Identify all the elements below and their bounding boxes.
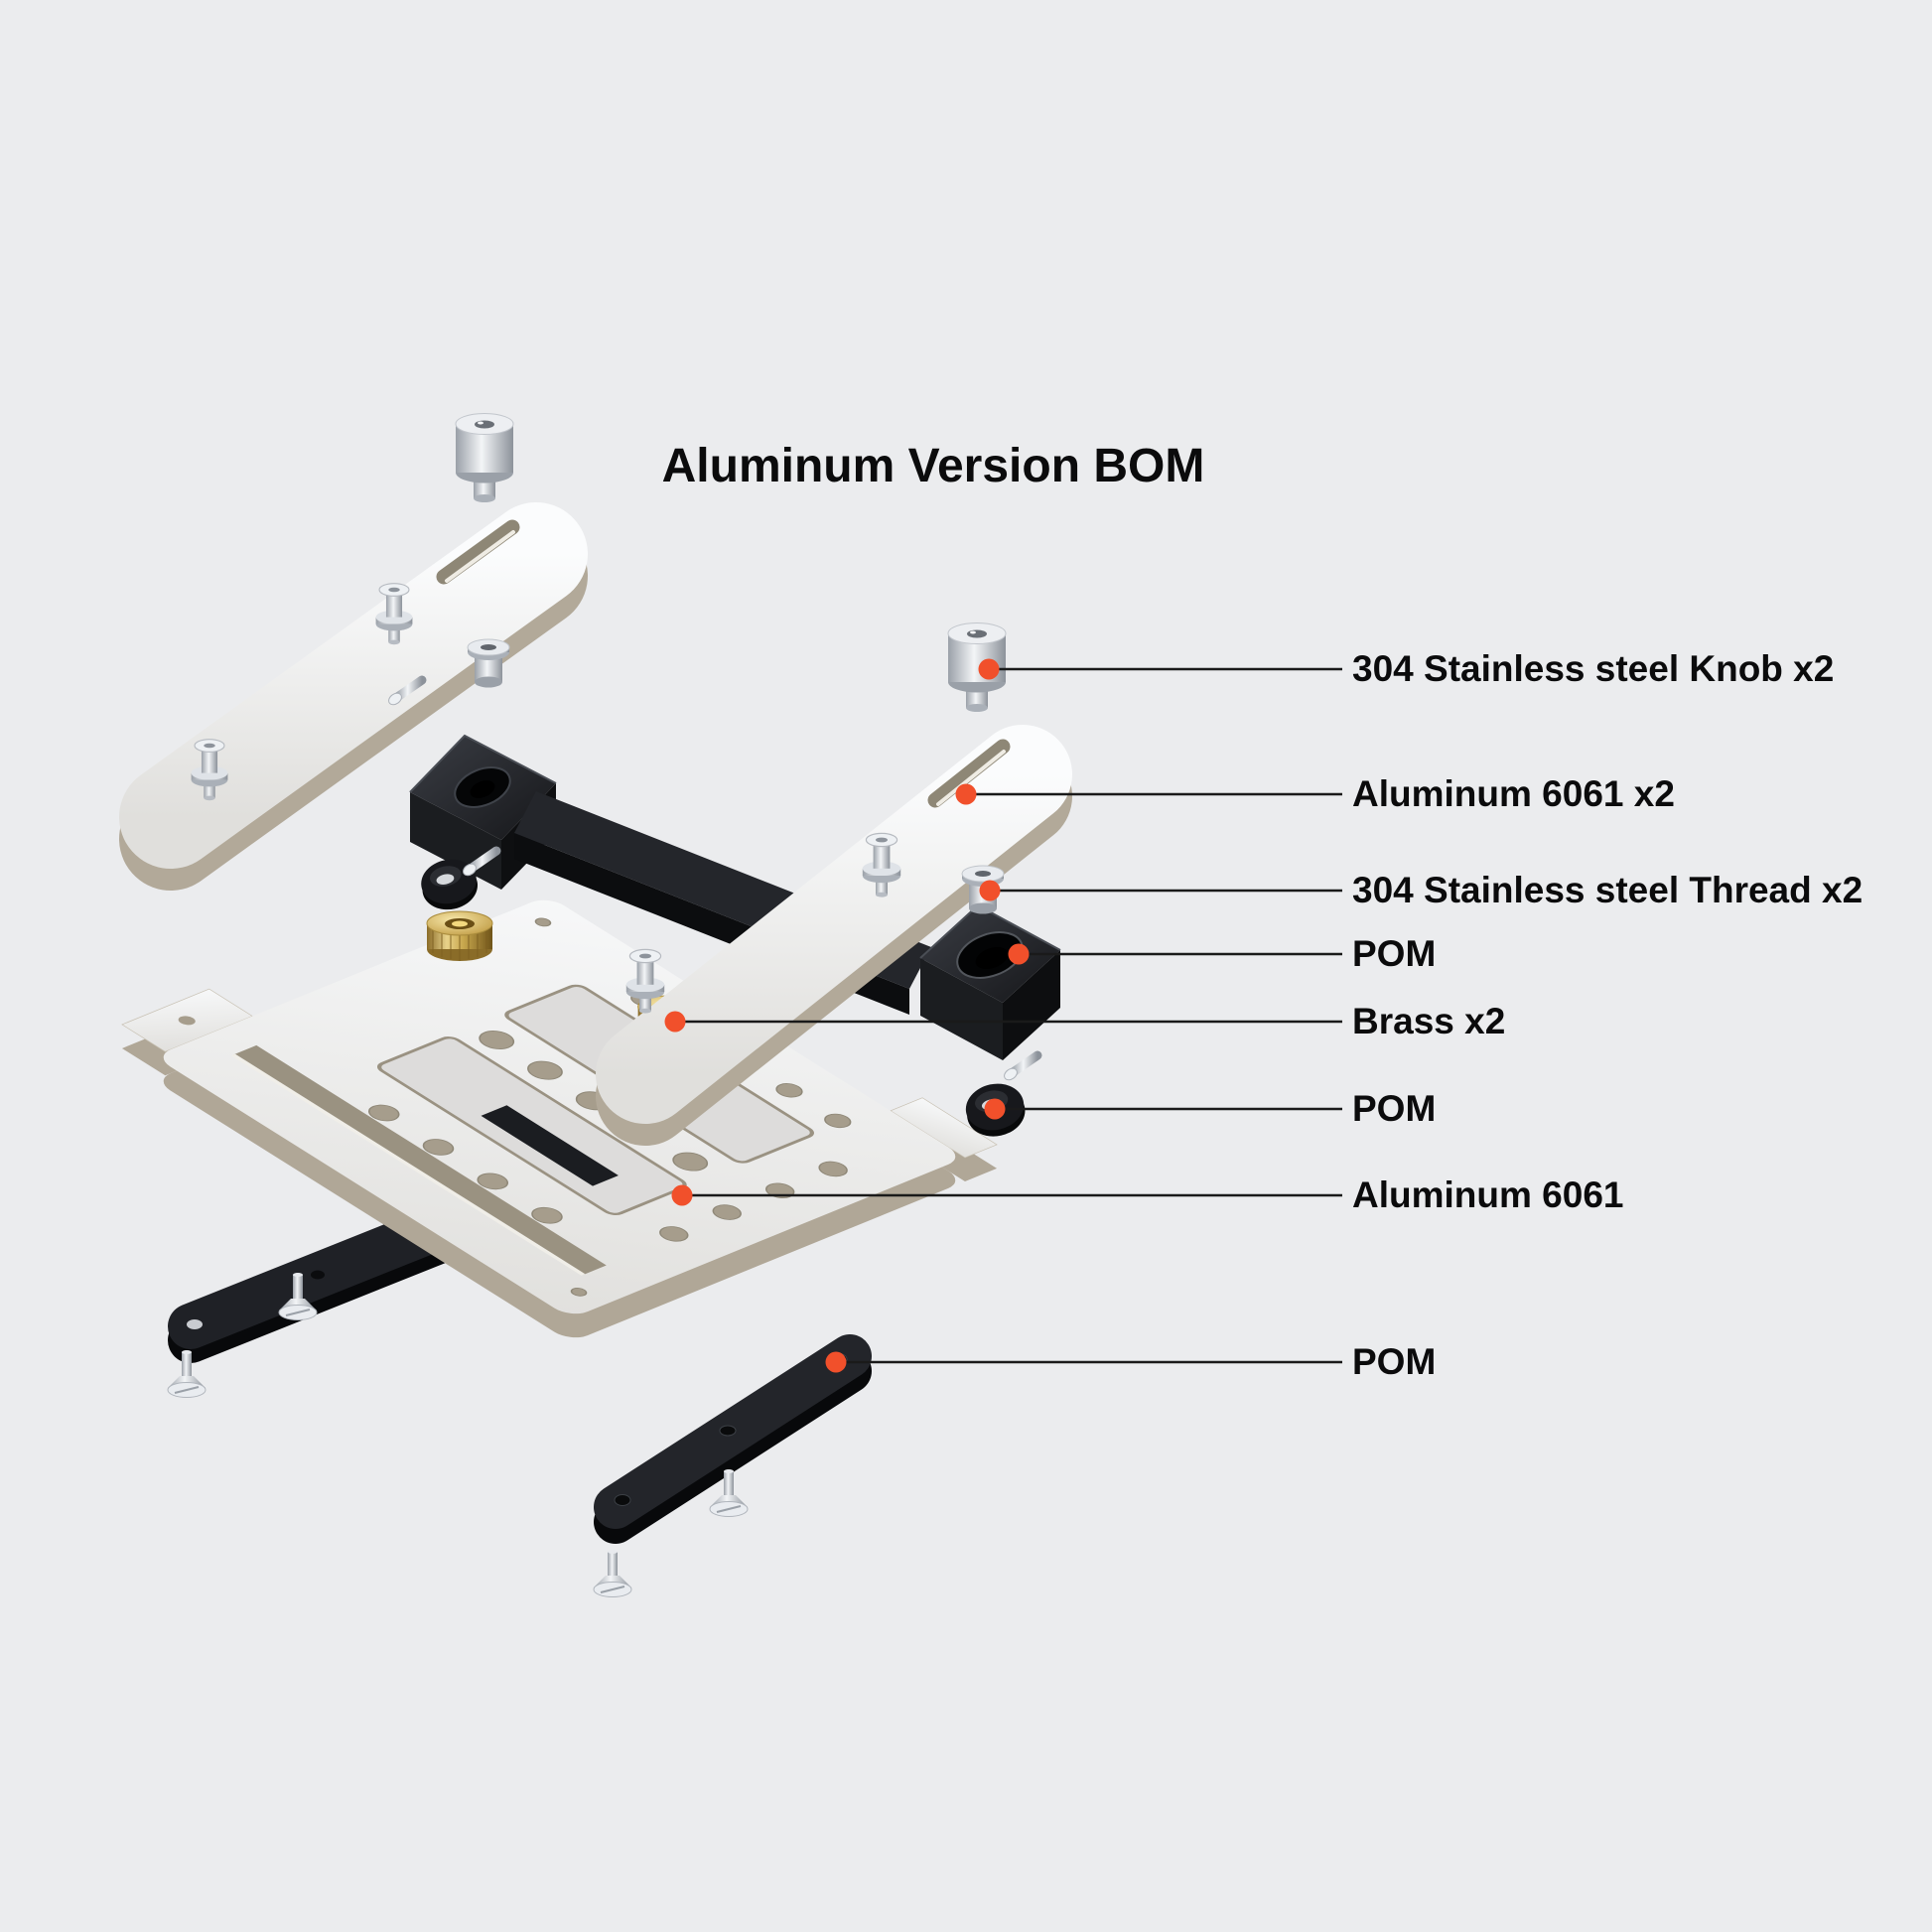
small-screw <box>1002 1055 1037 1082</box>
callout-dot-pom-block <box>1008 943 1030 965</box>
label-stainless-thread: 304 Stainless steel Thread x2 <box>1352 870 1863 910</box>
brass-nut-left <box>426 910 493 962</box>
callout-leaders <box>675 667 1342 1364</box>
callout-dot-plate <box>671 1184 693 1206</box>
callout-dot-thread <box>979 880 1001 901</box>
callout-dot-knob <box>978 658 1000 680</box>
callout-dots <box>664 658 1030 1373</box>
label-brass-nut: Brass x2 <box>1352 1001 1506 1041</box>
stainless-knob-top <box>455 413 514 503</box>
label-pom-block: POM <box>1352 933 1437 974</box>
pom-bottom-bar-center <box>594 1334 872 1544</box>
aluminum-bar-right <box>596 725 1072 1146</box>
label-pom-bar: POM <box>1352 1341 1437 1382</box>
callout-dot-pom-washer <box>984 1098 1006 1120</box>
callout-dot-brass <box>664 1011 686 1033</box>
label-aluminum-plate: Aluminum 6061 <box>1352 1174 1624 1215</box>
callout-dot-alu-bar <box>955 783 977 805</box>
aluminum-plate <box>121 899 998 1338</box>
label-pom-washer: POM <box>1352 1088 1437 1129</box>
label-stainless-knob: 304 Stainless steel Knob x2 <box>1352 648 1835 689</box>
page-title: Aluminum Version BOM <box>661 440 1205 492</box>
countersunk-screw <box>593 1549 632 1598</box>
label-aluminum-bars: Aluminum 6061 x2 <box>1352 773 1675 814</box>
callout-dot-pom-bar <box>825 1351 847 1373</box>
aluminum-bar-left <box>119 502 588 891</box>
pom-bottom-bar-left <box>168 1200 472 1363</box>
